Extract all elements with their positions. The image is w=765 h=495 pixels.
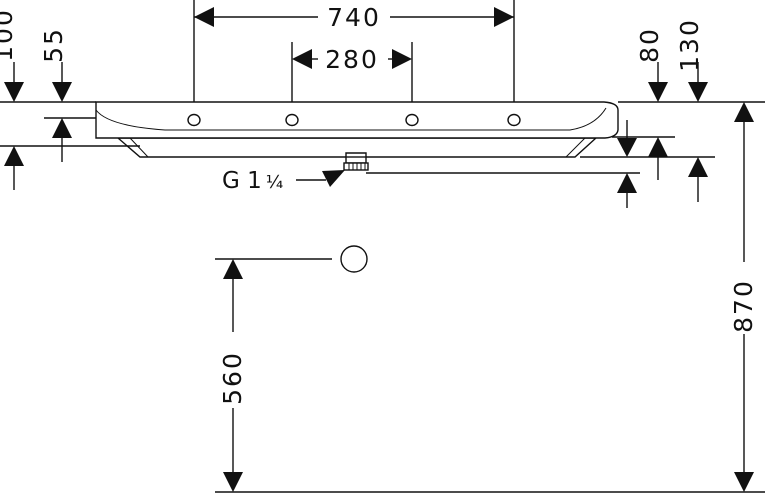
arrow-down-icon	[4, 82, 24, 102]
basin-depth-markers	[617, 120, 637, 208]
arrow-down-icon	[688, 82, 708, 102]
dimension-130: 130	[366, 18, 715, 202]
drain-fitting	[343, 156, 369, 171]
dimension-55-label: 55	[39, 27, 68, 63]
leader-arrow-icon	[322, 170, 345, 187]
arrow-up-icon	[648, 137, 668, 157]
arrow-up-icon	[688, 157, 708, 177]
arrow-down-icon	[617, 138, 637, 157]
tap-hole	[285, 113, 299, 127]
dimension-80: 80	[612, 27, 765, 180]
arrow-up-icon	[223, 259, 243, 279]
arrow-up-icon	[734, 102, 754, 122]
tap-hole	[405, 113, 419, 127]
arrow-up-icon	[52, 118, 72, 138]
dimension-130-label: 130	[675, 18, 704, 72]
arrow-up-icon	[4, 146, 24, 166]
arrow-down-icon	[648, 82, 668, 102]
dimension-80-label: 80	[635, 27, 664, 63]
dimension-100-label: 100	[0, 8, 18, 62]
dimension-280: 280	[291, 42, 413, 118]
dimension-560-label: 560	[218, 351, 247, 405]
arrow-left-icon	[292, 49, 312, 69]
dimension-55: 55	[39, 27, 96, 162]
arrow-right-icon	[494, 7, 514, 27]
dimension-740: 740	[193, 0, 515, 118]
arrow-down-icon	[734, 472, 754, 492]
arrow-down-icon	[52, 82, 72, 102]
arrow-left-icon	[194, 7, 214, 27]
arrow-up-icon	[617, 173, 637, 193]
waste-outlet-circle	[340, 245, 368, 273]
dimension-870-label: 870	[729, 279, 758, 333]
arrow-down-icon	[223, 472, 243, 492]
basin-body	[95, 101, 619, 171]
tap-hole	[187, 113, 201, 127]
dimension-870: 870	[729, 102, 758, 492]
tap-hole	[507, 113, 521, 127]
dimension-100: 100	[0, 8, 140, 190]
dimension-560: 560	[215, 245, 368, 492]
dimension-740-label: 740	[327, 3, 381, 32]
arrow-right-icon	[392, 49, 412, 69]
dimension-280-label: 280	[325, 45, 379, 74]
